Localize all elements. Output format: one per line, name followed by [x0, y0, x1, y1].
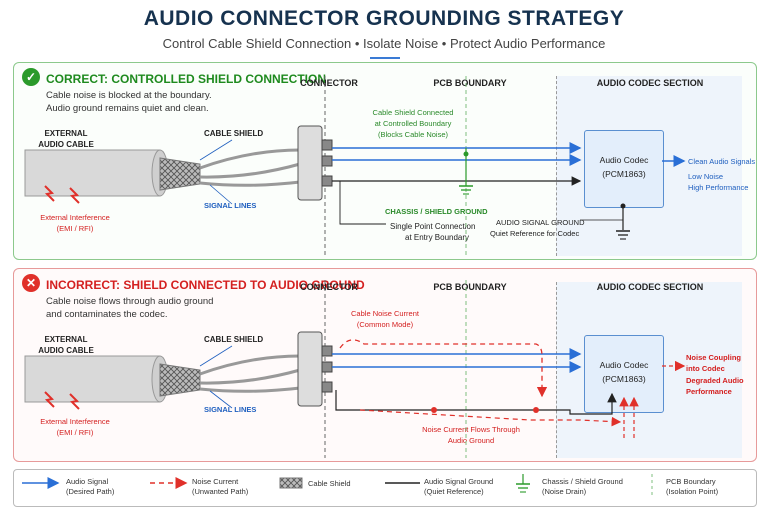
interference-label-2: (EMI / RFI) [56, 224, 94, 233]
signal-lines-label: SIGNAL LINES [204, 201, 257, 210]
cable-shield-label-2: CABLE SHIELD [204, 335, 264, 344]
noise-output-3: Degraded Audio [686, 376, 744, 385]
legend-audio-gnd-2: (Quiet Reference) [424, 487, 484, 496]
page-title: AUDIO CONNECTOR GROUNDING STRATEGY [143, 7, 625, 30]
cable-shield-label: CABLE SHIELD [204, 129, 264, 138]
cable-label-2: AUDIO CABLE [38, 140, 94, 149]
cable-correct [24, 139, 301, 205]
col-connector: CONNECTOR [300, 78, 358, 88]
legend-chassis-1: Chassis / Shield Ground [542, 477, 623, 486]
shield-note-1: Cable Shield Connected [372, 108, 454, 117]
legend-shield-icon [279, 477, 303, 489]
cable-label-1: EXTERNAL [44, 129, 88, 138]
output-label-1: Clean Audio Signals [688, 157, 756, 166]
single-point-label-1: Single Point Connection [390, 222, 476, 231]
noise-output-2: into Codec [686, 364, 725, 373]
noise-output-4: Performance [686, 387, 732, 396]
signal-lines-label-2: SIGNAL LINES [204, 405, 257, 414]
output-label-3: High Performance [688, 183, 749, 192]
incorrect-heading: INCORRECT: SHIELD CONNECTED TO AUDIO GRO… [46, 278, 365, 292]
incorrect-desc-1: Cable noise flows through audio ground [46, 296, 214, 307]
codec-name: Audio Codec [599, 155, 649, 165]
chassis-ground-label: CHASSIS / SHIELD GROUND [385, 207, 488, 216]
noise-flows-label-1: Noise Current Flows Through [422, 425, 520, 434]
page-subtitle: Control Cable Shield Connection • Isolat… [162, 36, 606, 51]
legend-audio-gnd-1: Audio Signal Ground [424, 477, 494, 486]
col-pcb-boundary: PCB BOUNDARY [433, 78, 507, 88]
legend-signal-2: (Desired Path) [66, 487, 115, 496]
noise-flows-label-2: Audio Ground [447, 436, 495, 445]
noise-output-1: Noise Coupling [686, 353, 741, 362]
noise-current-label-2: (Common Mode) [356, 320, 414, 329]
codec-part: (PCM1863) [602, 169, 646, 179]
legend-chassis-icon [516, 474, 530, 493]
audio-ground-label-2: Quiet Reference for Codec [490, 229, 580, 238]
legend-shield: Cable Shield [308, 479, 351, 488]
title-divider [370, 57, 400, 59]
single-point-label-2: at Entry Boundary [405, 233, 470, 242]
codec-part-2: (PCM1863) [602, 374, 646, 384]
legend [13, 469, 757, 507]
cable-label-2b: AUDIO CABLE [38, 346, 94, 355]
correct-heading: CORRECT: CONTROLLED SHIELD CONNECTION [46, 72, 326, 86]
col-connector-2: CONNECTOR [300, 282, 358, 292]
cable-incorrect [24, 345, 301, 410]
check-icon: ✓ [22, 68, 40, 86]
legend-noise-2: (Unwanted Path) [192, 487, 249, 496]
correct-desc-1: Cable noise is blocked at the boundary. [46, 90, 212, 101]
noise-current-label-1: Cable Noise Current [351, 309, 419, 318]
interference-label-1b: External Interference [40, 417, 110, 426]
legend-noise-1: Noise Current [192, 477, 239, 486]
incorrect-desc-2: and contaminates the codec. [46, 309, 168, 320]
legend-chassis-2: (Noise Drain) [542, 487, 587, 496]
audio-ground-label-1: AUDIO SIGNAL GROUND [496, 218, 585, 227]
col-codec-section-2: AUDIO CODEC SECTION [596, 282, 704, 292]
correct-desc-2: Audio ground remains quiet and clean. [46, 103, 209, 114]
audio-codec-block: Audio Codec (PCM1863) [584, 130, 664, 208]
legend-pcb-2: (Isolation Point) [666, 487, 719, 496]
shield-note-2: at Controlled Boundary [374, 119, 452, 128]
codec-name-2: Audio Codec [599, 360, 649, 370]
cable-label-1b: EXTERNAL [44, 335, 88, 344]
col-pcb-boundary-2: PCB BOUNDARY [433, 282, 507, 292]
connector-correct [297, 125, 333, 201]
interference-label-2b: (EMI / RFI) [56, 428, 94, 437]
interference-label-1: External Interference [40, 213, 110, 222]
error-icon: ✕ [22, 274, 40, 292]
legend-signal-1: Audio Signal [66, 477, 109, 486]
shield-note-3: (Blocks Cable Noise) [377, 130, 449, 139]
output-label-2: Low Noise [688, 172, 724, 181]
legend-pcb-1: PCB Boundary [666, 477, 716, 486]
connector-incorrect [297, 331, 333, 407]
col-codec-section: AUDIO CODEC SECTION [596, 78, 704, 88]
